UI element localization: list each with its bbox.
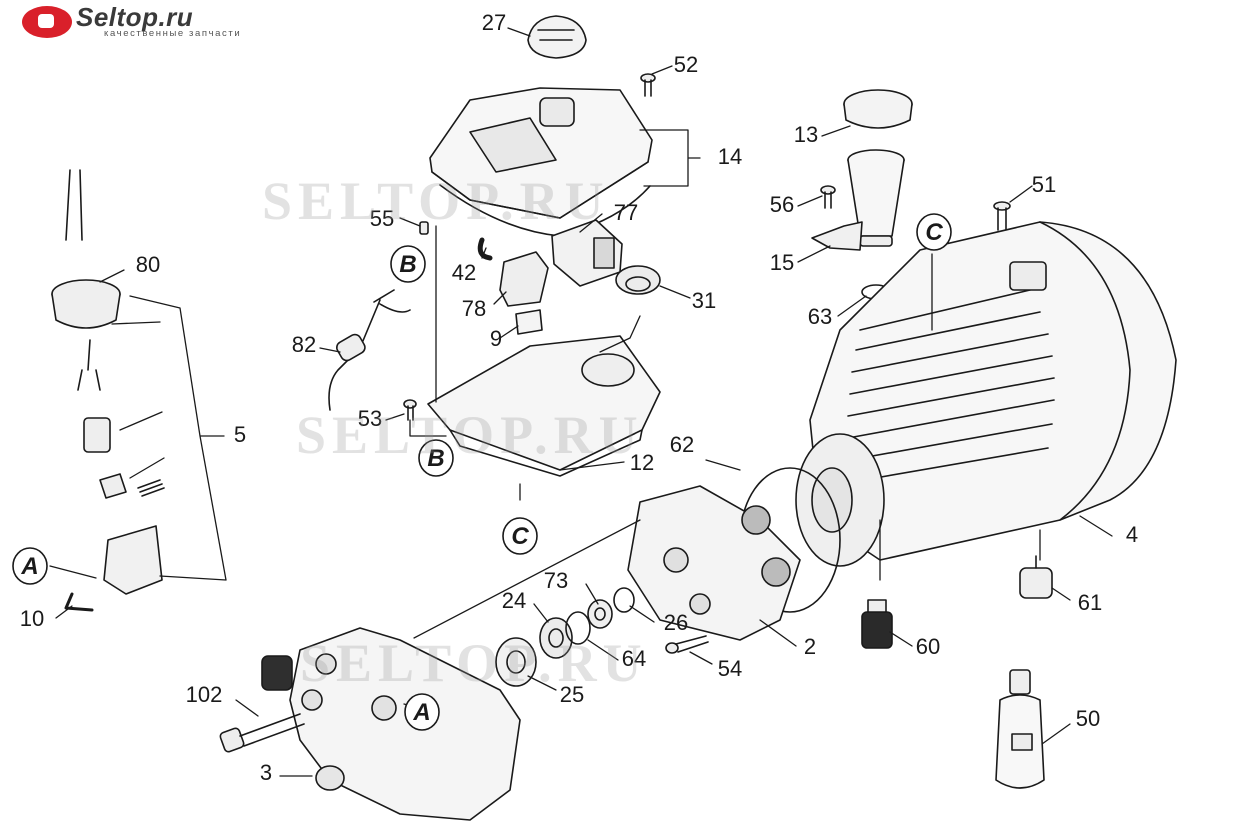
part-spring: [137, 479, 165, 497]
part-foot-60: [861, 599, 893, 649]
logo-badge-icon: [22, 6, 72, 38]
callout-63: 63: [808, 304, 832, 329]
part-float-cap: [843, 89, 913, 129]
part-pressure-switch: [51, 169, 121, 391]
callout-54: 54: [718, 656, 742, 681]
part-capacitor: [499, 251, 549, 307]
callout-12: 12: [630, 450, 654, 475]
logo-tagline: качественные запчасти: [104, 28, 242, 39]
callout-31: 31: [692, 288, 716, 313]
callout-77: 77: [614, 200, 638, 225]
part-knob-cap: [527, 15, 587, 59]
part-seal-73: [587, 599, 613, 629]
connector-label: B: [427, 445, 444, 472]
callout-53: 53: [358, 406, 382, 431]
part-piston: [99, 473, 127, 499]
seltop-logo[interactable]: Seltop.ru качественные запчасти: [22, 2, 322, 39]
part-washer-26: [613, 587, 635, 613]
callout-80: 80: [136, 252, 160, 277]
connector-label: A: [20, 553, 38, 580]
connector-c1: C: [916, 213, 952, 251]
callout-102: 102: [186, 682, 223, 707]
part-o-ring-64: [565, 611, 591, 645]
callout-2: 2: [804, 634, 816, 659]
part-grommet: [615, 265, 661, 295]
part-switch: [551, 219, 623, 287]
part-clip-10: [64, 592, 94, 612]
logo-brand: Seltop.ru: [76, 2, 194, 32]
callout-55: 55: [370, 206, 394, 231]
part-pump-housing: [261, 627, 521, 821]
part-reservoir: [811, 149, 905, 251]
part-motor: [795, 221, 1177, 567]
callout-10: 10: [20, 606, 44, 631]
connector-a2: A: [404, 693, 440, 731]
part-box-base: [427, 335, 661, 477]
part-screw-52: [640, 73, 656, 97]
callout-14: 14: [718, 144, 742, 169]
part-screw-56: [820, 185, 836, 209]
part-seal-24: [539, 617, 573, 659]
callout-13: 13: [794, 122, 818, 147]
callout-82: 82: [292, 332, 316, 357]
part-screw-53: [403, 399, 417, 421]
callout-42: 42: [452, 260, 476, 285]
callout-27: 27: [482, 10, 506, 35]
callout-9: 9: [490, 326, 502, 351]
callout-50: 50: [1076, 706, 1100, 731]
callout-25: 25: [560, 682, 584, 707]
callout-51: 51: [1032, 172, 1056, 197]
callout-26: 26: [664, 610, 688, 635]
part-foot-61: [1019, 555, 1053, 599]
callout-73: 73: [544, 568, 568, 593]
part-top-cover: [429, 87, 653, 237]
connector-c2: C: [502, 517, 538, 555]
connector-b1: B: [390, 245, 426, 283]
callout-61: 61: [1078, 590, 1102, 615]
callout-24: 24: [502, 588, 526, 613]
callout-15: 15: [770, 250, 794, 275]
callout-64: 64: [622, 646, 646, 671]
part-oil-bottle: [995, 669, 1045, 789]
callout-3: 3: [260, 760, 272, 785]
connector-label: B: [399, 251, 416, 278]
callout-60: 60: [916, 634, 940, 659]
callout-62: 62: [670, 432, 694, 457]
part-washer-25: [495, 637, 537, 687]
connector-label: C: [925, 219, 943, 246]
part-bolt-54: [665, 635, 709, 654]
part-cable-82: [328, 289, 411, 411]
connector-b2: B: [418, 439, 454, 477]
callout-52: 52: [674, 52, 698, 77]
part-clip-42: [477, 237, 493, 261]
callout-4: 4: [1126, 522, 1138, 547]
part-microswitch: [83, 417, 111, 453]
part-pad-9: [515, 309, 543, 335]
part-valve-body: [103, 525, 163, 595]
callout-56: 56: [770, 192, 794, 217]
callout-78: 78: [462, 296, 486, 321]
connector-a1: A: [12, 547, 48, 585]
part-screw-51: [993, 201, 1011, 231]
connector-label: A: [412, 699, 430, 726]
part-bolt-102: [219, 713, 305, 753]
part-pump-plate: [627, 485, 801, 641]
callout-5: 5: [234, 422, 246, 447]
part-terminal-55: [419, 221, 429, 235]
connector-label: C: [511, 523, 529, 550]
